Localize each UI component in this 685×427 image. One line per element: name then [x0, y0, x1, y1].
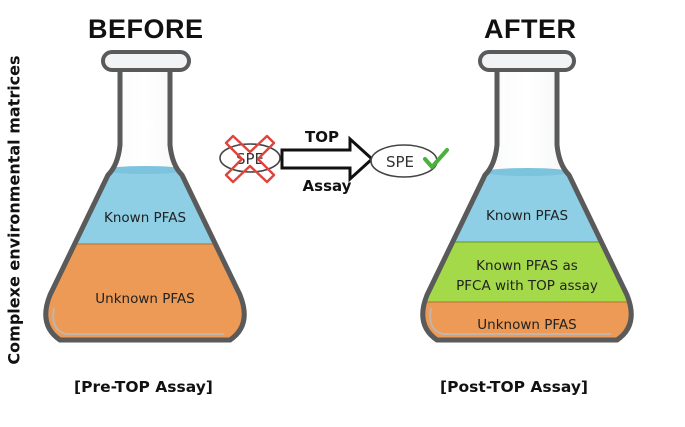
cross-icon	[224, 134, 276, 184]
after-flask-lip	[478, 50, 576, 72]
before-unknown-label: Unknown PFAS	[95, 291, 194, 307]
before-flask-lip	[101, 50, 191, 72]
before-caption: [Pre-TOP Assay]	[74, 378, 213, 396]
arrow-label-top: TOP	[305, 128, 339, 146]
before-known-label: Known PFAS	[104, 210, 186, 226]
check-icon	[423, 148, 449, 169]
after-known-label: Known PFAS	[486, 208, 568, 224]
before-known-layer	[45, 168, 245, 244]
left-spe-label: SPE	[236, 150, 264, 168]
after-heading: AFTER	[484, 14, 577, 44]
after-converted-label-line1: Known PFAS as	[476, 258, 578, 274]
after-liquid-surface	[485, 168, 569, 176]
right-spe-label: SPE	[386, 153, 414, 171]
arrow-label-bottom: Assay	[303, 177, 352, 195]
after-converted-layer	[422, 242, 632, 302]
before-liquid-surface	[105, 166, 185, 174]
before-glass-outline	[43, 60, 247, 343]
after-unknown-label: Unknown PFAS	[477, 317, 576, 333]
before-unknown-layer	[45, 244, 245, 340]
after-converted-label-line2: PFCA with TOP assay	[456, 278, 598, 294]
process-arrow	[280, 135, 375, 183]
after-glass-outline	[420, 60, 634, 343]
after-flask: Known PFAS Known PFAS as PFCA with TOP a…	[420, 50, 634, 343]
after-known-layer	[422, 170, 632, 242]
process-group: SPE TOP Assay SPE	[219, 128, 449, 195]
before-flask: Known PFAS Unknown PFAS	[43, 50, 247, 343]
before-heading: BEFORE	[88, 14, 204, 44]
after-caption: [Post-TOP Assay]	[440, 378, 589, 396]
